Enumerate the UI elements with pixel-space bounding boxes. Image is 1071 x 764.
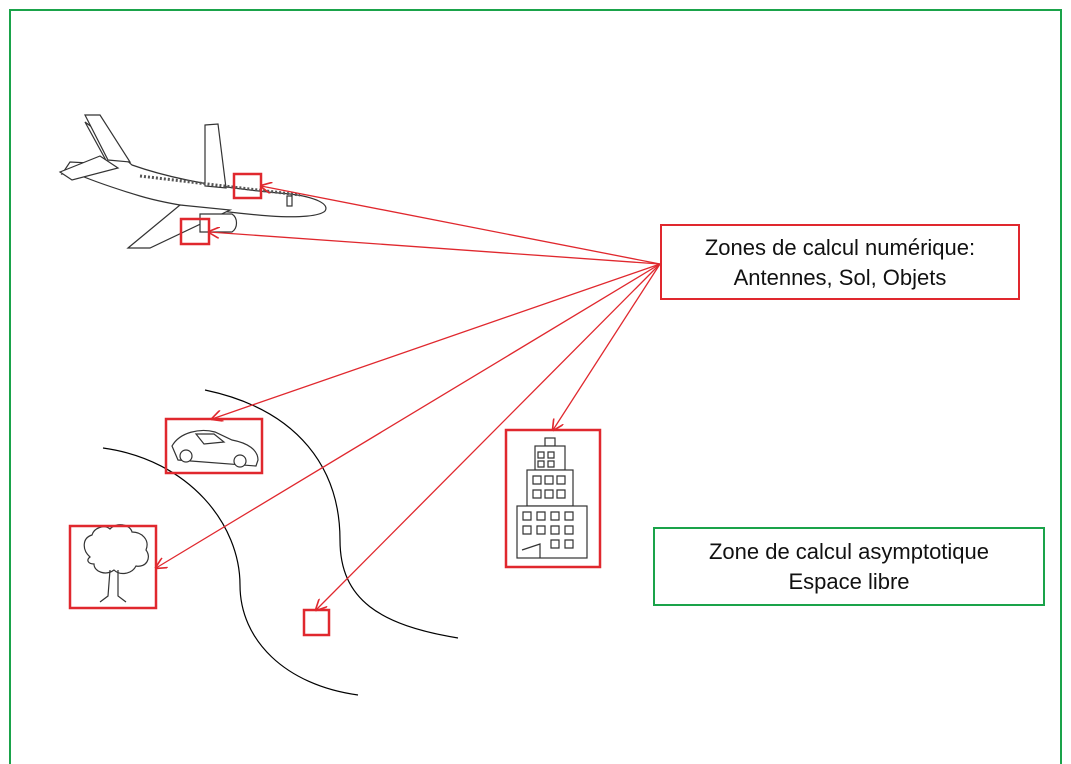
airplane-icon [58,114,327,249]
wavefront-outer [204,389,459,639]
numeric-zone-line1: Zones de calcul numérique: [704,235,976,260]
diagram-frame [9,9,1062,764]
arrow-to-car [212,263,661,419]
building-icon [516,437,588,559]
tree-icon [83,524,149,603]
wavefront-inner [102,447,359,696]
numeric-zone-label: Zones de calcul numérique: Antennes, Sol… [660,224,1020,300]
asymptotic-zone-line1: Zone de calcul asymptotique [708,539,990,564]
numeric-zone-line2: Antennes, Sol, Objets [733,265,947,290]
asymptotic-zone-line2: Espace libre [788,569,910,594]
target-box-ground [302,608,331,637]
arrow-to-building [553,263,661,430]
asymptotic-zone-label: Zone de calcul asymptotique Espace libre [653,527,1045,606]
arrow-to-ground [316,263,661,610]
arrow-to-fuselage [261,186,661,265]
arrow-to-tree [156,263,661,568]
arrow-to-engine [209,232,661,265]
car-icon [171,429,259,468]
